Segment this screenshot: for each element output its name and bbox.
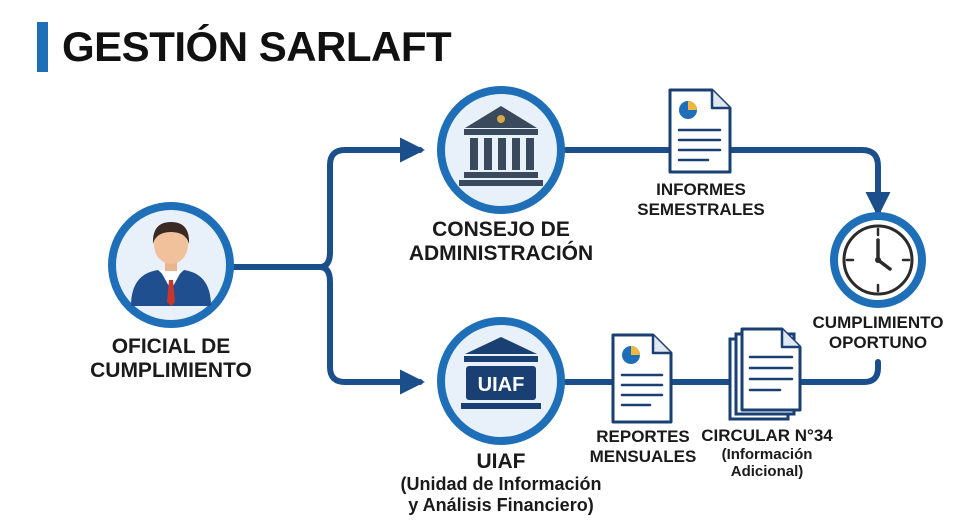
uiaf-building-icon: UIAF (461, 337, 541, 409)
monthly-report-document (611, 333, 673, 424)
uiaf-sublabel: (Unidad de Información y Análisis Financ… (400, 474, 602, 515)
flow-lines (229, 137, 891, 395)
uiaf-node: UIAF (437, 317, 565, 445)
uiaf-badge-text: UIAF (478, 374, 525, 396)
circular-document-stack (728, 327, 802, 421)
uiaf-to-clock-line (563, 359, 881, 385)
stacked-documents-icon (728, 327, 802, 421)
uiaf-label: UIAF (476, 450, 526, 473)
clock-icon (842, 224, 914, 296)
board-label: CONSEJO DE ADMINISTRACIÓN (408, 218, 594, 266)
semiannual-report-document (668, 88, 732, 174)
title-accent-bar (37, 22, 48, 72)
officer-node (108, 202, 234, 328)
page-title: GESTIÓN SARLAFT (62, 23, 452, 70)
board-node (437, 86, 565, 214)
semiannual-label: INFORMES SEMESTRALES (637, 180, 765, 219)
bank-building-icon (459, 106, 543, 186)
timely-label: CUMPLIMIENTO OPORTUNO (812, 313, 944, 352)
officer-person-icon (131, 222, 211, 306)
circular-sublabel: (Información Adicional) (721, 446, 813, 481)
circular-label: CIRCULAR N°34 (701, 426, 833, 445)
branch-to-uiaf-arrow (317, 264, 426, 395)
officer-label: OFICIAL DE CUMPLIMIENTO (90, 335, 252, 383)
timely-node (830, 212, 926, 308)
board-to-clock-arrow (563, 147, 891, 218)
report-document-icon (668, 88, 732, 174)
monthly-label: REPORTES MENSUALES (589, 427, 697, 466)
report-document-icon (611, 333, 673, 424)
